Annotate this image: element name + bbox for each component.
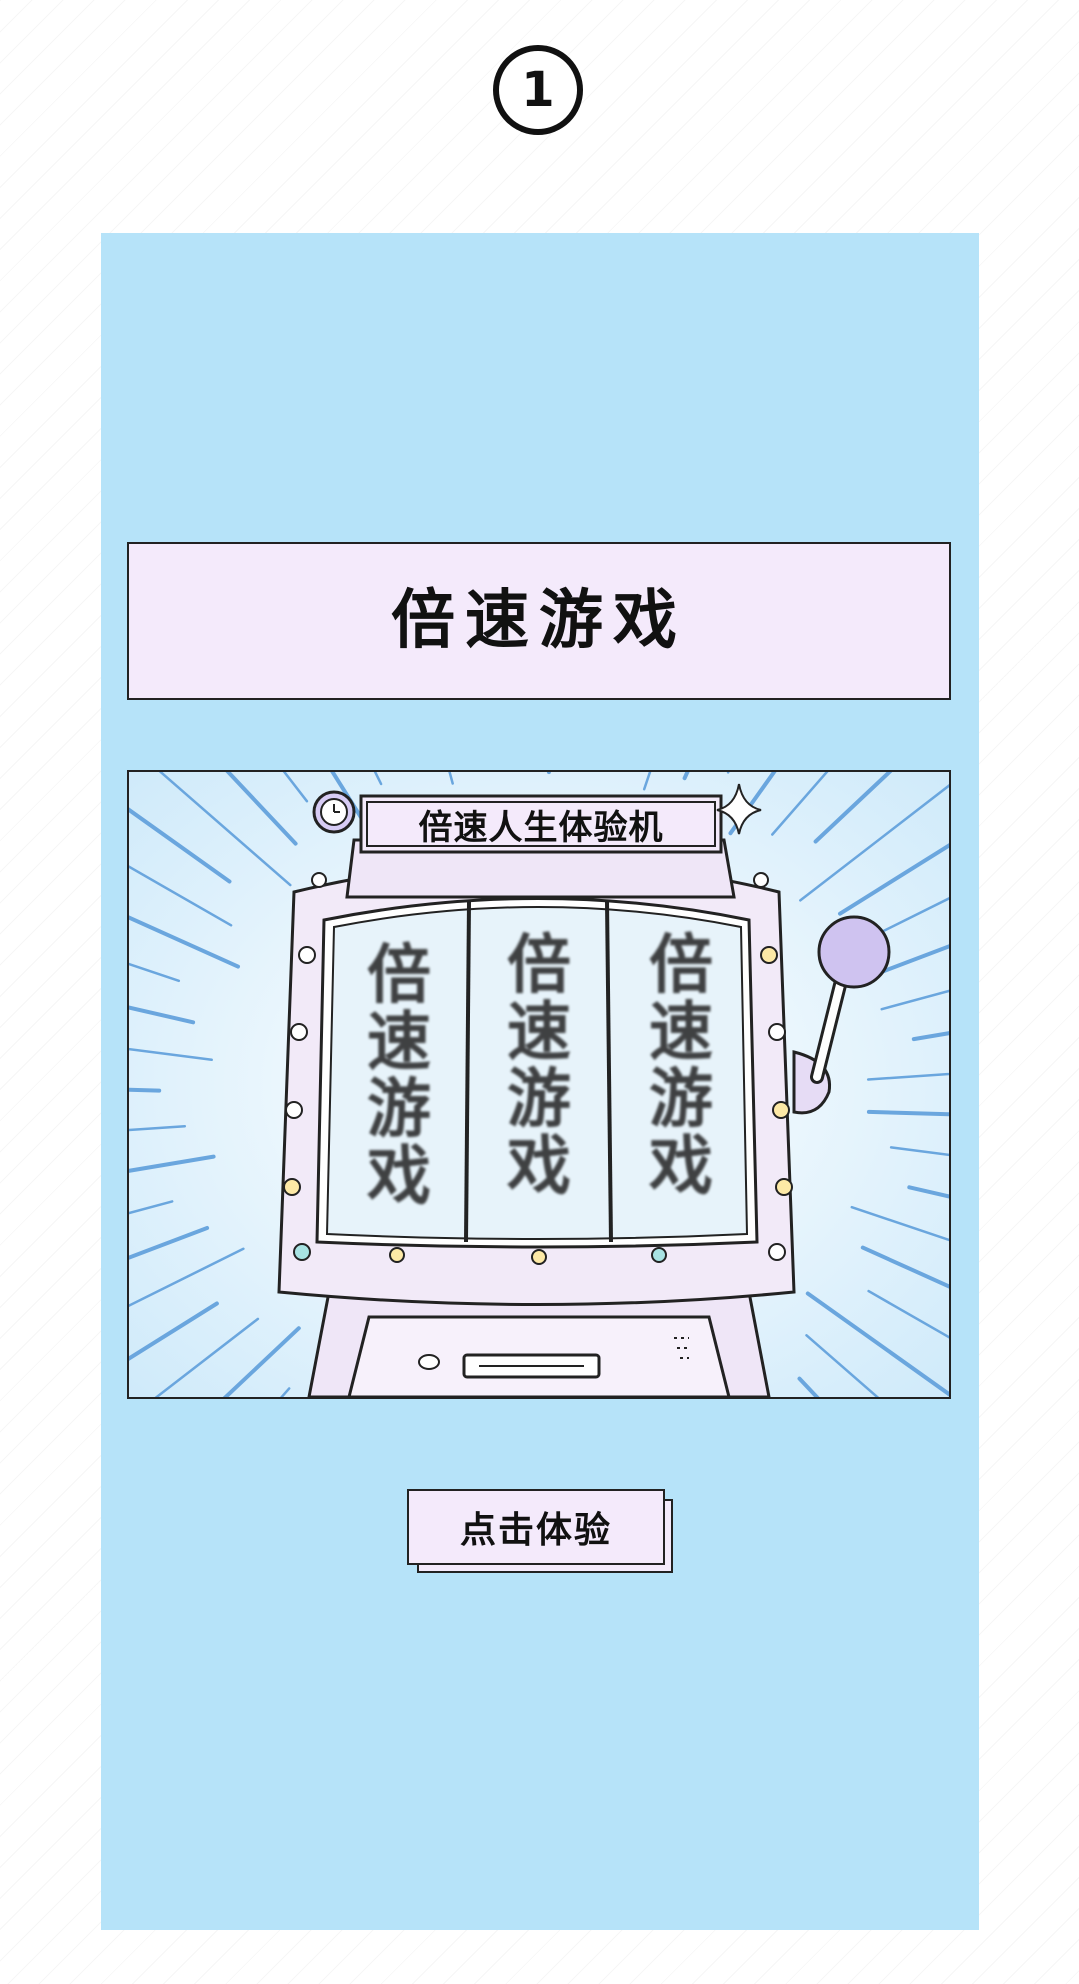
burst-line <box>867 1289 949 1339</box>
burst-line <box>642 772 652 791</box>
speed-burst-lines <box>129 772 949 1397</box>
reel-2: 倍速游戏 <box>507 929 571 1204</box>
burst-line <box>907 1185 949 1199</box>
title-card: 倍速游戏 <box>127 542 951 700</box>
game-title: 倍速游戏 <box>387 589 691 659</box>
burst-line <box>129 1005 196 1025</box>
reel-symbols: 倍速游戏 倍速游戏 倍速游戏 <box>367 929 713 1214</box>
burst-line <box>448 772 454 785</box>
burst-line <box>129 1247 245 1307</box>
burst-line <box>845 944 949 987</box>
cta-wrapper: 点击体验 <box>407 1489 675 1575</box>
burst-line <box>850 1205 949 1242</box>
burst-line <box>878 897 949 935</box>
slot-machine-illustration: 倍速游戏 倍速游戏 倍速游戏 <box>127 770 951 1399</box>
burst-line <box>280 1387 291 1397</box>
reel-1: 倍速游戏 <box>367 939 431 1214</box>
burst-line <box>373 772 383 786</box>
burst-line <box>129 1301 219 1361</box>
burst-line <box>129 1124 187 1132</box>
burst-line <box>813 772 893 844</box>
burst-line <box>129 1087 162 1093</box>
burst-line <box>129 915 240 969</box>
lever-knob-icon <box>792 915 891 1115</box>
burst-line <box>222 1326 301 1397</box>
burst-line <box>889 1146 949 1157</box>
slot-machine-art: 倍速游戏 倍速游戏 倍速游戏 <box>129 772 949 1397</box>
step-number-badge: 1 <box>493 45 583 135</box>
burst-line <box>282 772 309 803</box>
machine-label: 倍速人生体验机 <box>419 808 664 848</box>
try-it-button[interactable]: 点击体验 <box>407 1489 665 1565</box>
burst-line <box>158 772 292 887</box>
burst-line <box>129 1154 216 1173</box>
burst-line <box>129 807 232 884</box>
burst-line <box>838 843 949 916</box>
burst-line <box>129 865 233 927</box>
burst-line <box>225 772 298 846</box>
burst-line <box>866 1072 949 1081</box>
slot-machine: 倍速游戏 倍速游戏 倍速游戏 <box>277 783 891 1397</box>
game-panel: 倍速游戏 倍速游戏 <box>101 233 979 1930</box>
burst-line <box>728 772 777 836</box>
burst-line <box>154 1317 260 1397</box>
burst-line <box>805 1291 949 1397</box>
clock-icon <box>312 790 356 834</box>
step-number: 1 <box>521 62 554 118</box>
burst-line <box>880 989 949 1011</box>
burst-line <box>771 772 829 836</box>
reel-3: 倍速游戏 <box>649 929 713 1204</box>
burst-line <box>129 1226 210 1260</box>
burst-line <box>799 784 949 902</box>
burst-line <box>682 772 690 781</box>
machine-lights <box>283 872 793 1265</box>
burst-line <box>860 1245 949 1289</box>
sparkle-icon <box>716 783 762 835</box>
burst-line <box>805 1334 880 1397</box>
burst-line <box>129 1047 213 1062</box>
burst-line <box>866 1109 949 1117</box>
